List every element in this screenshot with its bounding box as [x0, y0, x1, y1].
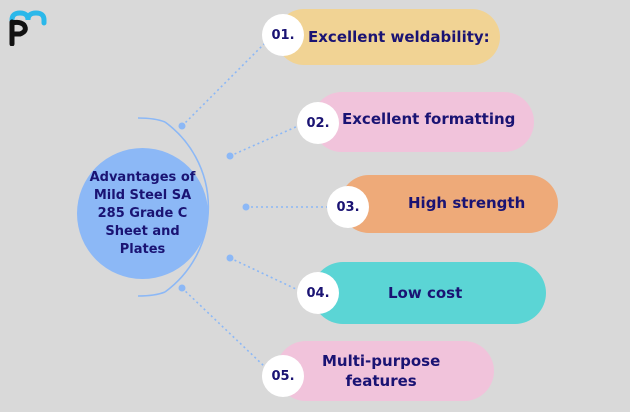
- center-topic-circle: Advantages of Mild Steel SA 285 Grade C …: [77, 148, 208, 279]
- item-label: High strength: [408, 194, 526, 212]
- item-number-badge: 01.: [262, 14, 304, 56]
- node-dot: [178, 284, 186, 292]
- item-label: Low cost: [388, 284, 463, 302]
- node-dot: [178, 122, 186, 130]
- node-dot: [226, 152, 234, 160]
- center-title: Advantages of Mild Steel SA 285 Grade C …: [89, 169, 196, 257]
- logo-icon: [9, 10, 47, 46]
- item-label: Excellent formatting: [342, 110, 516, 128]
- item-label: Excellent weldability:: [308, 28, 490, 46]
- advantage-item-4: 04. Low cost: [297, 262, 546, 324]
- advantage-item-5: 05. Multi-purpose features: [262, 341, 494, 401]
- node-dot: [242, 203, 250, 211]
- advantage-item-3: 03. High strength: [327, 175, 558, 233]
- item-number-badge: 02.: [297, 102, 339, 144]
- arc: [164, 121, 210, 293]
- advantage-item-1: 01. Excellent weldability:: [262, 9, 500, 65]
- advantage-item-2: 02. Excellent formatting: [297, 92, 534, 152]
- item-number-badge: 04.: [297, 272, 339, 314]
- item-number-badge: 05.: [262, 355, 304, 397]
- item-label: Multi-purpose features: [322, 352, 441, 390]
- item-number-badge: 03.: [327, 186, 369, 228]
- node-dot: [226, 254, 234, 262]
